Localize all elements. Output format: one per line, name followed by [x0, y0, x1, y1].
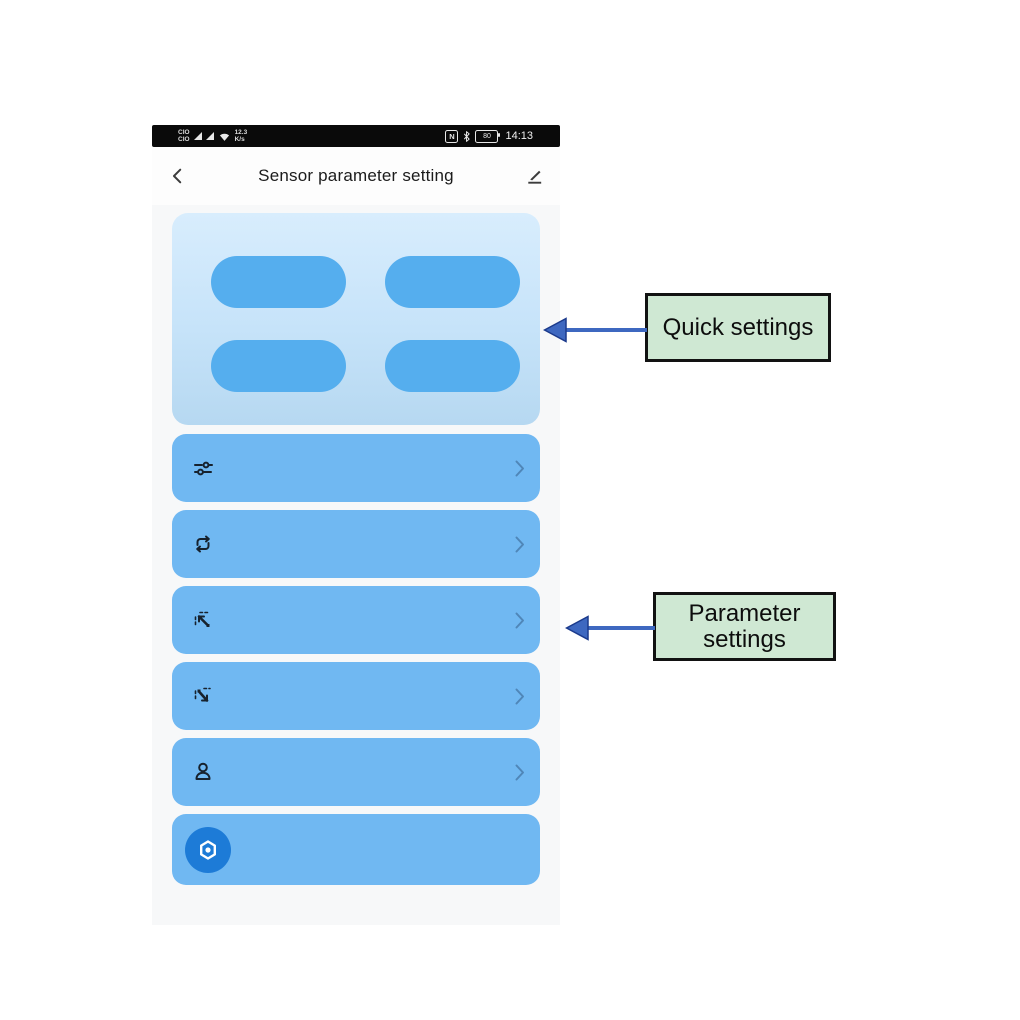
network-speed: 12.3 K/s	[235, 129, 248, 143]
arrow-diagonal-down-right-icon	[190, 683, 216, 709]
back-button[interactable]	[166, 164, 190, 188]
sim-badge-2: CIO	[178, 136, 190, 143]
back-chevron-icon	[172, 168, 182, 184]
settings-row-repeat[interactable]	[172, 510, 540, 578]
annotation-arrow-parameter	[565, 615, 655, 641]
arrow-diagonal-up-left-icon	[190, 607, 216, 633]
quick-setting-pill-1[interactable]	[211, 256, 346, 308]
person-icon	[190, 759, 216, 785]
app-header: Sensor parameter setting	[152, 147, 560, 205]
status-bar-right: N 80 14:13	[445, 129, 533, 143]
status-time: 14:13	[505, 130, 533, 142]
signal-icon	[205, 132, 214, 140]
settings-row-person[interactable]	[172, 738, 540, 806]
settings-row-arrow-down-right[interactable]	[172, 662, 540, 730]
battery-icon: 80	[475, 129, 501, 143]
sliders-icon	[190, 455, 216, 481]
quick-setting-pill-2[interactable]	[385, 256, 520, 308]
page-title: Sensor parameter setting	[258, 166, 454, 185]
bluetooth-icon	[464, 130, 471, 142]
wifi-icon	[219, 133, 229, 141]
speed-value: 12.3	[234, 129, 248, 136]
settings-list	[152, 205, 560, 925]
quick-setting-pill-3[interactable]	[211, 340, 346, 392]
status-bar: CIO CIO 12.3 K/s N 80 14:13	[152, 125, 560, 147]
annotation-quick-settings: Quick settings	[645, 293, 831, 362]
quick-settings-card	[172, 213, 540, 425]
chevron-right-icon	[515, 460, 524, 476]
gear-badge-icon	[185, 826, 231, 873]
settings-row-arrow-up-left[interactable]	[172, 586, 540, 654]
settings-row-sliders[interactable]	[172, 434, 540, 502]
signal-icon	[193, 132, 202, 140]
settings-row-gear[interactable]	[172, 814, 540, 885]
annotation-parameter-settings: Parameter settings	[653, 592, 836, 661]
speed-unit: K/s	[234, 136, 245, 143]
chevron-right-icon	[515, 612, 524, 628]
annotation-label: Quick settings	[662, 313, 814, 341]
status-bar-left: CIO CIO 12.3 K/s	[178, 129, 247, 143]
edit-button[interactable]	[522, 164, 546, 188]
chevron-right-icon	[515, 764, 524, 780]
pencil-icon	[527, 170, 541, 184]
quick-setting-pill-4[interactable]	[385, 340, 520, 392]
phone-screenshot: CIO CIO 12.3 K/s N 80 14:13	[152, 125, 560, 925]
annotation-label: Parameter settings	[688, 599, 801, 653]
sim-badges: CIO CIO	[178, 129, 190, 143]
repeat-icon	[190, 531, 216, 557]
chevron-right-icon	[515, 688, 524, 704]
chevron-right-icon	[515, 536, 524, 552]
nfc-icon: N	[445, 129, 459, 143]
annotation-arrow-quick	[543, 317, 647, 343]
sim-badge-1: CIO	[178, 129, 190, 136]
